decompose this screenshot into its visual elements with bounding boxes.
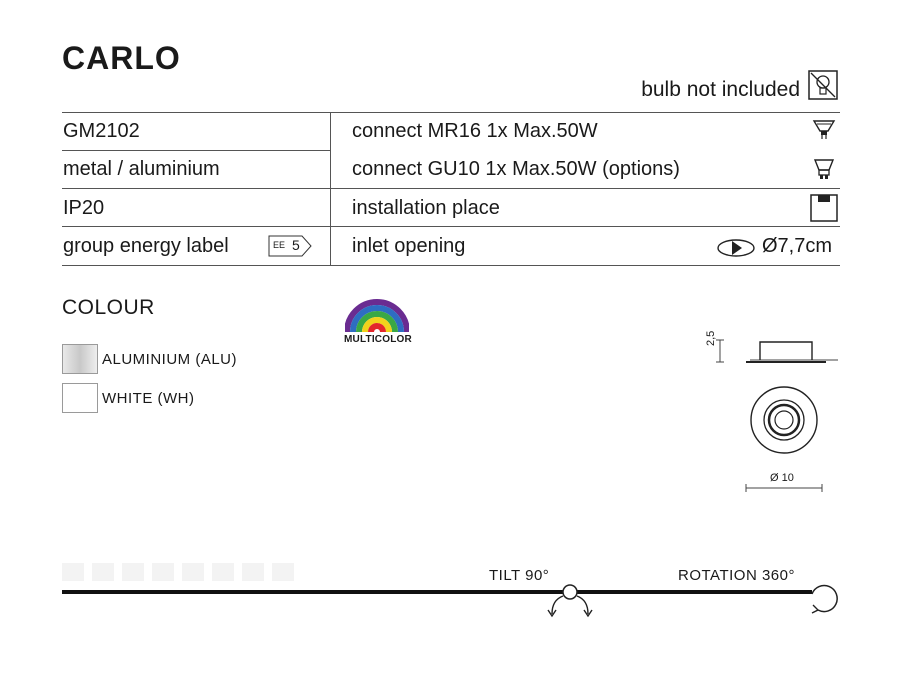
multicolor-label: MULTICOLOR xyxy=(344,334,412,345)
table-top-rule xyxy=(62,112,840,113)
gu10-spec: connect GU10 1x Max.50W (options) xyxy=(352,158,680,180)
energy-badge: EE 5 xyxy=(268,235,312,257)
product-title: CARLO xyxy=(62,40,181,76)
mr16-spec: connect MR16 1x Max.50W xyxy=(352,120,598,142)
ceiling-box-icon xyxy=(810,194,838,222)
diameter-dimension: Ø 10 xyxy=(770,472,794,484)
inlet-opening-label: inlet opening xyxy=(352,235,466,257)
installation-place: installation place xyxy=(352,197,500,219)
energy-badge-value: 5 xyxy=(292,237,300,253)
side-view-drawing xyxy=(716,339,838,363)
top-view-drawing xyxy=(750,386,818,454)
swatch-white[interactable] xyxy=(62,383,98,413)
gu10-bulb-icon xyxy=(813,159,835,179)
energy-label-text: group energy label xyxy=(63,235,229,257)
ip-rating: IP20 xyxy=(63,197,105,219)
material: metal / aluminium xyxy=(63,158,220,180)
product-code: GM2102 xyxy=(63,120,140,142)
faded-artifact xyxy=(62,563,302,581)
bulb-note: bulb not included xyxy=(641,78,800,101)
height-dimension: 2,5 xyxy=(705,330,717,346)
table-row-rule xyxy=(62,188,840,189)
swatch-label-white: WHITE (WH) xyxy=(102,390,195,407)
swatch-label-aluminium: ALUMINIUM (ALU) xyxy=(102,351,238,368)
tilt-label: TILT 90° xyxy=(489,567,550,584)
colour-heading: COLOUR xyxy=(62,296,155,319)
rainbow-icon xyxy=(345,299,409,333)
motion-baseline xyxy=(62,590,812,594)
rotation-arrow-icon xyxy=(811,584,838,614)
mr16-bulb-icon xyxy=(812,120,836,139)
inlet-opening-icon xyxy=(717,239,755,257)
table-row-rule xyxy=(62,226,840,227)
energy-badge-prefix: EE xyxy=(273,240,286,250)
swatch-aluminium[interactable] xyxy=(62,344,98,374)
diameter-dimension-line xyxy=(745,484,823,492)
inlet-opening-value: Ø7,7cm xyxy=(762,235,833,257)
table-bottom-rule xyxy=(62,265,840,266)
table-row-rule xyxy=(62,150,330,151)
crossed-bulb-icon xyxy=(808,70,838,100)
rotation-label: ROTATION 360° xyxy=(678,567,795,584)
tilt-arrows-icon xyxy=(547,584,593,618)
table-column-divider xyxy=(330,112,331,265)
